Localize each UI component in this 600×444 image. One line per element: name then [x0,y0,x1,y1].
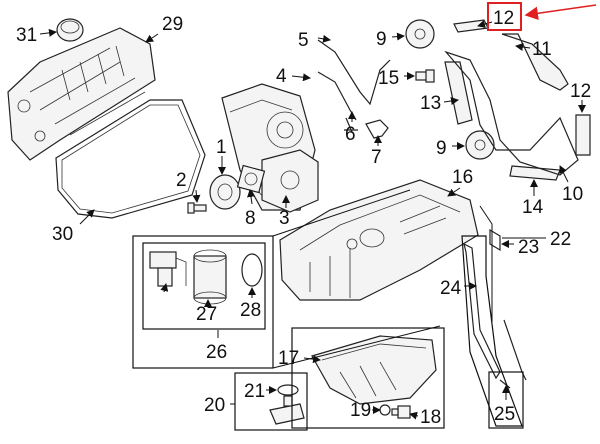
chain-guide-13-part [444,61,473,125]
callout-19: 19 [350,400,371,421]
highlight-arrow [524,4,597,20]
leader-9a [391,32,405,41]
callout-2: 2 [176,170,187,191]
oil-seal-part [236,164,266,194]
filter-housing-cap-part [149,251,187,287]
pulley-bolt-part [187,202,207,214]
callout-18: 18 [420,407,441,428]
cover-gasket-part [317,39,391,106]
callout-1: 1 [216,137,227,158]
callout-13: 13 [420,93,441,114]
leader-16 [447,187,461,197]
box-16-corner-lines [272,189,493,369]
callout-16: 16 [452,167,473,188]
callout-24: 24 [440,278,462,299]
callout-21: 21 [244,381,265,402]
lower-oil-pan-part [311,335,437,405]
callout-29: 29 [162,14,183,35]
callout-10: 10 [562,184,583,205]
bolt-15-part [415,69,435,83]
box-17 [291,327,445,429]
leader-12a [477,20,493,28]
callout-20: 20 [204,395,225,416]
small-tensioner-12-part [453,19,489,33]
o-ring-21-part [277,384,299,396]
callout-27: 27 [196,304,217,325]
leader-18 [409,411,419,420]
upper-oil-pan-part [279,179,479,301]
callout-4: 4 [276,66,287,87]
box-20 [234,372,308,431]
leader-30 [79,209,95,225]
callout-6: 6 [345,124,356,145]
oil-filler-cap-part [56,18,84,42]
box-26 [142,242,266,330]
valve-cover-gasket-part [55,99,206,219]
callout-12: 12 [570,81,591,102]
front-cover-part [261,149,319,213]
timing-chain-part [444,50,579,176]
callout-7: 7 [371,147,382,168]
chain-tensioner-12-part [575,114,591,156]
callout-22: 22 [550,229,571,250]
callout-5: 5 [298,30,309,51]
valve-cover-part [7,27,156,161]
leader-29 [145,33,159,43]
callout-30: 30 [52,224,73,245]
callout-11: 11 [532,39,552,60]
highlight-box [487,2,522,31]
leader-27b [160,283,169,293]
sensor-6-part [344,117,358,133]
callout-9a: 9 [376,29,387,50]
cover-gasket-inner-part [317,71,357,121]
leader-17 [303,355,321,364]
drain-plug-part [391,405,411,419]
lower-sprocket-part [465,130,495,160]
callout-8: 8 [245,208,256,229]
callout-25: 25 [494,404,515,425]
dipstick-tube-part [463,228,501,380]
leader-10 [559,165,569,183]
leader-2 [192,189,201,203]
chain-guide-14-part [509,165,561,181]
chain-guide-11-part [501,33,569,91]
callout-17: 17 [278,348,299,369]
box-16 [132,235,274,369]
box-24-25 [488,371,524,429]
callout-3: 3 [279,208,290,229]
leader-11 [515,43,531,51]
callout-14: 14 [522,197,544,218]
drain-plug-washer-part [379,404,391,416]
callout-9b: 9 [436,138,447,159]
callout-12-highlighted: 12 [493,8,514,29]
callout-28: 28 [240,300,261,321]
leader-31 [39,28,57,37]
crank-pulley-part [209,174,241,210]
callout-23: 23 [518,237,539,258]
oil-level-sender-part [269,395,305,425]
oil-filter-element-part [193,249,227,305]
callout-31: 31 [16,25,37,46]
leader-13 [443,97,459,105]
filter-o-ring-part [241,253,263,287]
leader-5 [317,34,331,43]
upper-sprocket-part [405,19,435,49]
callout-15: 15 [378,68,399,89]
leader-8 [247,189,255,205]
leader-4 [291,73,311,82]
sensor-7-part [365,119,389,139]
callout-26: 26 [206,342,227,363]
